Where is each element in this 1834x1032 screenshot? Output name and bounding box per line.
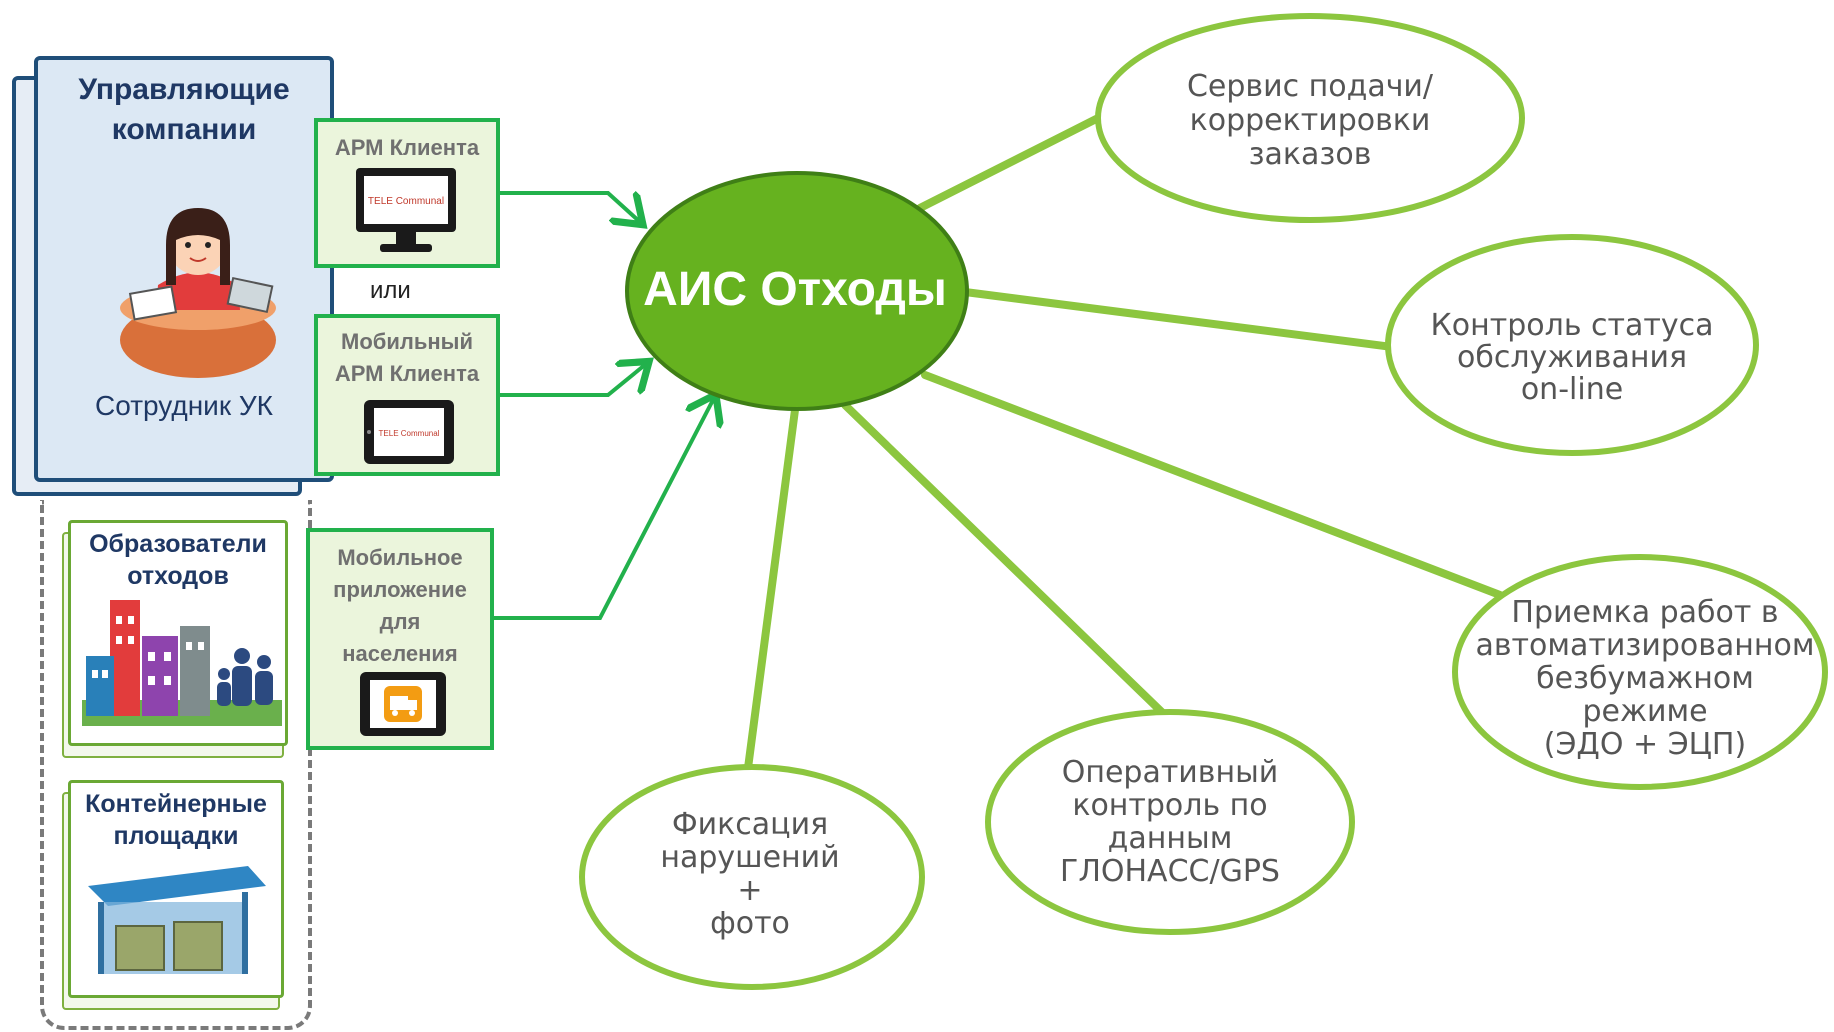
connector-acceptance — [921, 371, 1504, 599]
connector-orders — [916, 108, 1114, 212]
management-title: Управляющие компании — [78, 73, 290, 146]
arrow-mobile-app — [490, 398, 714, 620]
feature-nodes — [579, 13, 1828, 990]
waste-generators-title: Образователи отходов — [89, 530, 267, 590]
channel-arrows — [490, 191, 714, 620]
channel-arm-client-label: АРМ Клиента — [334, 135, 480, 160]
tablet-screen-text: TELE Communal — [379, 429, 440, 438]
woman-at-desk-icon — [120, 208, 276, 378]
container-sites-title: Контейнерные площадки — [85, 790, 267, 850]
connectors — [744, 108, 1504, 772]
feature-node-acceptance — [1452, 554, 1828, 790]
feature-acceptance-label: Приемка работ в автоматизированном безбу… — [1475, 595, 1815, 762]
management-card — [34, 56, 334, 482]
feature-status-label: Контроль статуса обслуживания on-line — [1430, 308, 1714, 407]
feature-violations-label: Фиксация нарушений + фото — [660, 807, 840, 941]
buildings-and-family-icon — [82, 600, 282, 726]
monitor-icon: TELE Communal — [356, 168, 456, 252]
feature-node-status — [1385, 234, 1759, 456]
monitor-screen-text: TELE Communal — [368, 196, 444, 207]
or-label: или — [370, 277, 411, 304]
feature-glonass-label: Оперативный контроль по данным ГЛОНАСС/G… — [1060, 755, 1280, 889]
arrow-arm — [498, 191, 640, 222]
center-node-label: АИС Отходы — [643, 263, 947, 316]
feature-orders-label: Сервис подачи/ корректировки заказов — [1186, 69, 1434, 172]
feature-node-orders — [1095, 13, 1525, 223]
connector-status — [961, 288, 1404, 352]
connector-glonass — [841, 401, 1174, 724]
arrow-mobile-arm — [498, 364, 646, 397]
center-node — [625, 171, 969, 411]
sources-group-border — [40, 500, 312, 1030]
feature-node-glonass — [985, 709, 1355, 935]
garbage-truck-app-icon — [360, 672, 446, 736]
feature-node-violations — [579, 764, 925, 990]
channel-mobile-app-label: Мобильное приложение для населения — [333, 545, 467, 666]
container-site-icon — [88, 866, 266, 974]
channel-mobile-arm-client-label: Мобильный АРМ Клиента — [334, 329, 480, 386]
connector-violations — [744, 406, 799, 772]
tablet-icon: TELE Communal — [364, 400, 454, 464]
management-caption: Сотрудник УК — [95, 390, 273, 421]
